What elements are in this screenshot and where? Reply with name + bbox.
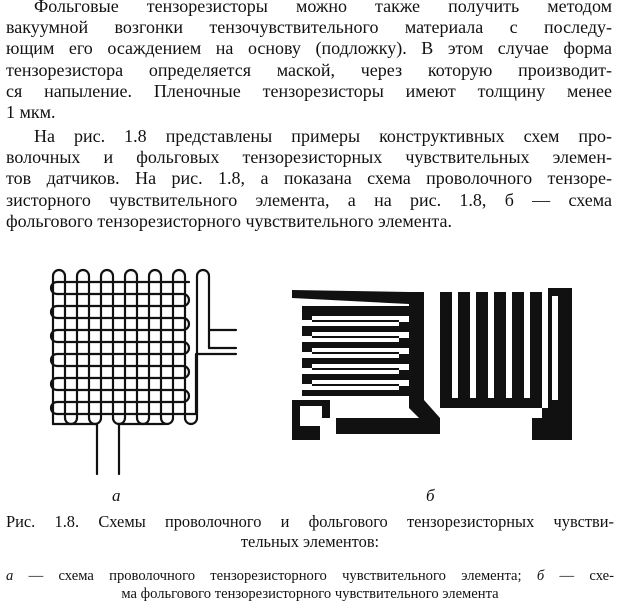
paragraph-figure-reference: На рис. 1.8 представлены примеры констру… [6,126,612,232]
text-line: 1 мкм. [6,102,56,123]
caption-desc-text: — схема проволочного тензорезисторного ч… [13,568,537,584]
caption-desc-line: а — схема проволочного тензорезисторного… [6,567,614,585]
foil-white-gaps [300,296,558,426]
wire-gauge-scheme [49,268,238,476]
foil-right-wedge [548,288,572,428]
caption-desc-line: ма фольгового тензорезисторного чувствит… [121,586,499,602]
foil-center-block [336,418,419,434]
figure-caption-description: а — схема проволочного тензорезисторного… [6,567,614,603]
caption-desc-text: — схе- [544,568,614,584]
foil-grid-vertical [440,292,542,408]
lead-wire-right [207,328,238,350]
foil-gap [552,296,558,400]
paragraph-foil-strain-gauges: Фольговые тензорезисторы можно также пол… [6,0,612,123]
foil-grid-horizontal [302,306,409,396]
text-line: тензорезистора определяется маской, чере… [6,59,612,80]
foil-right-terminal [532,408,572,440]
figure-caption-title: Рис. 1.8. Схемы проволочного и фольговог… [6,512,614,551]
caption-line: Рис. 1.8. Схемы проволочного и фольговог… [6,512,614,531]
text-line: тов датчиков. На рис. 1.8, а показана сх… [6,168,612,189]
foil-gap [427,300,433,398]
text-line: волочных и фольговых тензорезисторных чу… [6,147,612,168]
figure-label-a: а [112,486,121,505]
foil-bottom-left-pad [292,434,320,440]
figure-label-b: б [426,486,435,505]
caption-letter-b: б [536,568,545,584]
foil-gap [300,406,322,426]
text-line: зисторного чувствительного элемента, а н… [6,189,612,210]
text-line: фольгового тензорезисторного чувствитель… [6,210,453,231]
foil-top-wedge [292,290,409,304]
text-line: ющим его осаждением на основу (подложку)… [6,38,612,59]
caption-line: тельных элементов: [240,531,380,551]
text-line: Фольговые тензорезисторы можно также пол… [34,0,612,16]
wire-serpentine-vertical [51,268,211,426]
text-line: ся напыление. Пленочные тензорезисторы и… [6,80,612,101]
foil-vertical-bus [409,292,440,434]
text-line: вакуумной возгонки тензочувствительного … [6,17,612,38]
caption-letter-a: а [6,568,14,584]
text-line: На рис. 1.8 представлены примеры констру… [34,126,612,146]
figure-drawing [49,268,572,476]
lead-wire-bottom [51,422,167,476]
figure-1-8: а б [0,268,623,508]
